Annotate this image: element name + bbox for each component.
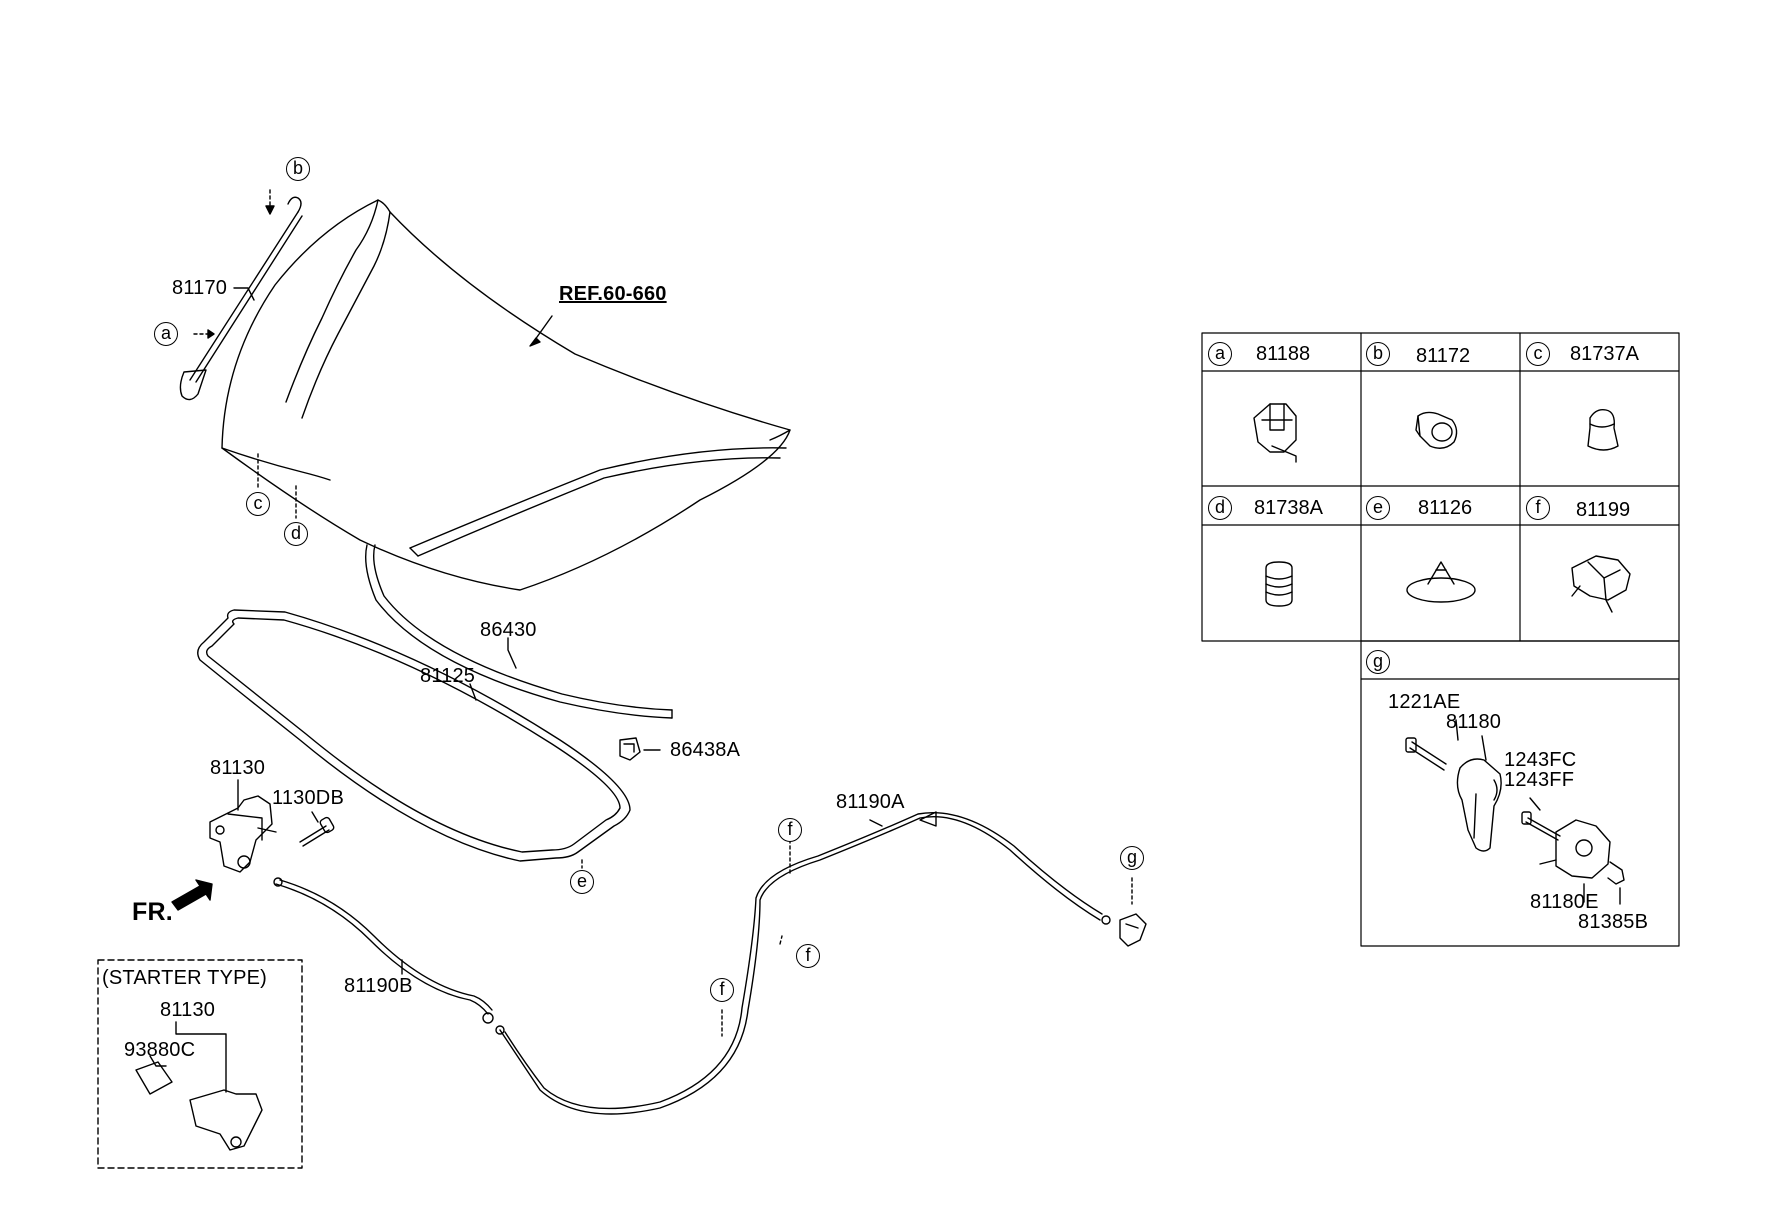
- ref-label: REF.60-660: [559, 283, 667, 305]
- part-label-1243fc: 1243FC: [1504, 749, 1577, 771]
- table-letter-f: f: [1526, 496, 1550, 520]
- starter-type-box: [97, 959, 303, 1169]
- table-code-81172: 81172: [1416, 345, 1471, 367]
- table-letter-c: c: [1526, 342, 1550, 366]
- callout-e: e: [570, 870, 594, 894]
- grommet-81172-drawing: [1415, 411, 1458, 449]
- part-label-81385b: 81385B: [1578, 911, 1649, 933]
- callout-f-upper: f: [778, 818, 802, 842]
- release-handle: [1119, 913, 1147, 947]
- starter-type-title: (STARTER TYPE): [102, 967, 268, 989]
- hood-seal-strip: [364, 544, 673, 719]
- table-letter-e: e: [1366, 496, 1390, 520]
- table-code-81199: 81199: [1576, 499, 1631, 521]
- front-label: FR.: [132, 898, 173, 926]
- bumper-81738A-drawing: [1265, 561, 1293, 607]
- clip-81188-drawing: [1253, 403, 1297, 463]
- callout-f-middle: f: [796, 944, 820, 968]
- part-label-86438a: 86438A: [670, 739, 741, 761]
- part-label-81180: 81180: [1446, 711, 1502, 733]
- part-label-93880c: 93880C: [124, 1039, 196, 1061]
- clip-81199-drawing: [1571, 555, 1631, 613]
- g-leader-lines: [1455, 719, 1621, 905]
- table-letter-b: b: [1366, 342, 1390, 366]
- release-cable-a: [495, 811, 1111, 1115]
- callout-g: g: [1120, 846, 1144, 870]
- front-direction-arrow: [171, 879, 213, 911]
- fastener-table-grid: [1201, 332, 1680, 947]
- callout-f-lower: f: [710, 978, 734, 1002]
- callout-a: a: [154, 322, 178, 346]
- hood-panel: [221, 199, 791, 591]
- part-label-81190a: 81190A: [836, 791, 905, 813]
- callout-b: b: [286, 157, 310, 181]
- retainer-clip: [619, 737, 641, 761]
- part-label-81125: 81125: [420, 665, 476, 687]
- callout-c: c: [246, 492, 270, 516]
- part-label-81170: 81170: [172, 277, 228, 299]
- part-label-81130-starter: 81130: [160, 999, 216, 1021]
- table-letter-g: g: [1366, 650, 1390, 674]
- push-pin-81126-drawing: [1406, 561, 1476, 603]
- part-label-86430: 86430: [480, 619, 537, 641]
- hood-latch: [209, 795, 277, 873]
- table-code-81188: 81188: [1256, 343, 1311, 365]
- table-code-81737a: 81737A: [1570, 343, 1639, 365]
- leader-lines: [193, 287, 1133, 1037]
- part-label-81190b: 81190B: [344, 975, 413, 997]
- part-label-1221ae: 1221AE: [1388, 691, 1461, 713]
- release-cable-b: [273, 877, 494, 1024]
- release-handle-assembly-drawing: [1405, 737, 1625, 885]
- table-code-81738a: 81738A: [1254, 497, 1323, 519]
- hood-stay-rod: [179, 189, 303, 401]
- part-label-1243ff: 1243FF: [1504, 769, 1575, 791]
- table-letter-d: d: [1208, 496, 1232, 520]
- latch-bolt: [299, 816, 335, 847]
- part-label-81180e: 81180E: [1530, 891, 1599, 913]
- part-label-1130db: 1130DB: [272, 787, 344, 809]
- hood-insulator-pad: [197, 609, 631, 862]
- callout-d: d: [284, 522, 308, 546]
- bumper-81737A-drawing: [1587, 408, 1619, 451]
- table-letter-a: a: [1208, 342, 1232, 366]
- part-label-81130: 81130: [210, 757, 266, 779]
- table-code-81126: 81126: [1418, 497, 1473, 519]
